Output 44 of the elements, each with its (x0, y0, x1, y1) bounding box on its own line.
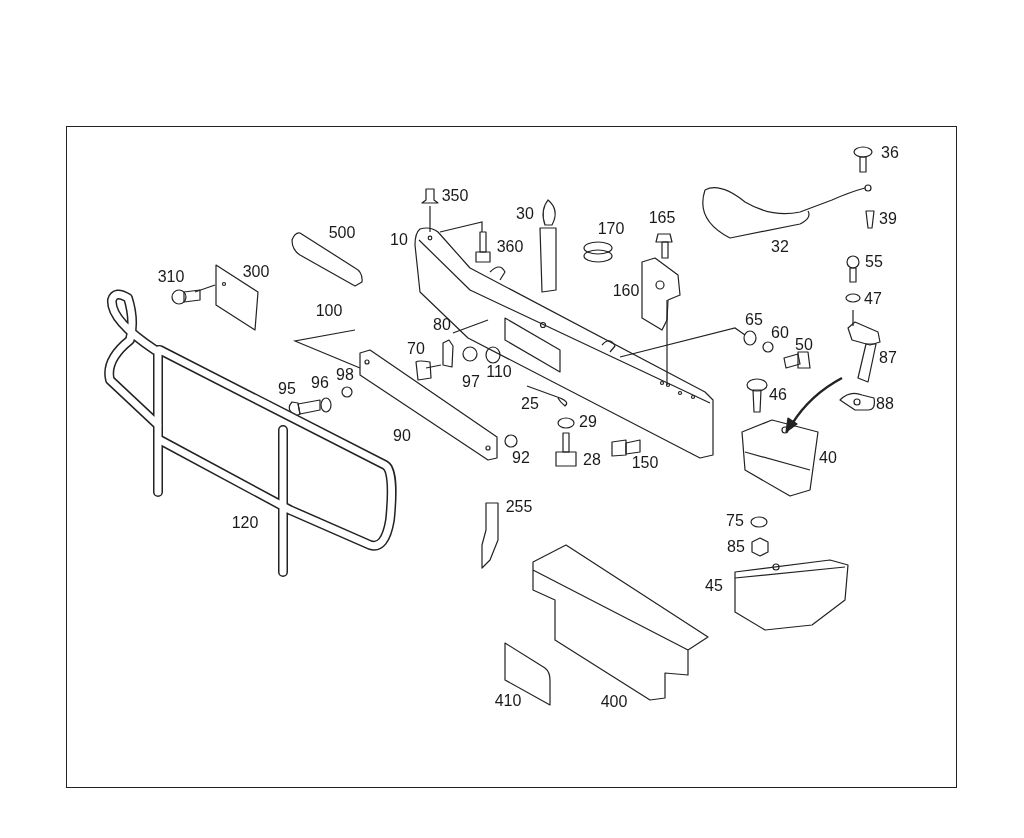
callout-number: 36 (881, 145, 899, 161)
callout-number: 165 (648, 210, 676, 226)
callout-number: 87 (879, 350, 897, 366)
callout-number: 97 (462, 374, 480, 390)
callout-number: 98 (336, 367, 354, 383)
callout-number: 110 (486, 364, 512, 380)
callout-number: 28 (583, 452, 601, 468)
callout-number: 29 (579, 414, 597, 430)
callout-number: 85 (727, 539, 745, 555)
callout-number: 55 (865, 254, 883, 270)
callout-number: 255 (505, 499, 533, 515)
callout-number: 45 (705, 578, 723, 594)
callout-number: 360 (496, 239, 524, 255)
callout-number: 40 (819, 450, 837, 466)
callout-number: 65 (745, 312, 763, 328)
callout-number: 25 (521, 396, 539, 412)
callout-number: 10 (390, 232, 408, 248)
callout-number: 90 (393, 428, 411, 444)
callout-number: 170 (597, 221, 625, 237)
callout-number: 96 (311, 375, 329, 391)
callout-number: 80 (433, 317, 451, 333)
callout-number: 39 (879, 211, 897, 227)
callout-number: 100 (315, 303, 343, 319)
callout-number: 46 (769, 387, 787, 403)
callout-number: 95 (278, 381, 296, 397)
callout-number: 160 (612, 283, 640, 299)
callout-number: 32 (771, 239, 789, 255)
callout-number: 300 (242, 264, 270, 280)
callout-number: 500 (328, 225, 356, 241)
callout-number: 70 (407, 341, 425, 357)
callout-number: 30 (516, 206, 534, 222)
callout-number: 47 (864, 291, 882, 307)
callout-number: 410 (494, 693, 522, 709)
callout-number: 50 (795, 337, 813, 353)
callout-number: 310 (157, 269, 185, 285)
callout-number: 120 (231, 515, 259, 531)
callout-number: 75 (726, 513, 744, 529)
callout-number: 400 (600, 694, 628, 710)
callout-number: 88 (876, 396, 894, 412)
callout-number: 60 (771, 325, 789, 341)
callout-number: 150 (631, 455, 659, 471)
leader-line (452, 319, 489, 334)
callout-number: 350 (441, 188, 469, 204)
callout-number: 92 (512, 450, 530, 466)
